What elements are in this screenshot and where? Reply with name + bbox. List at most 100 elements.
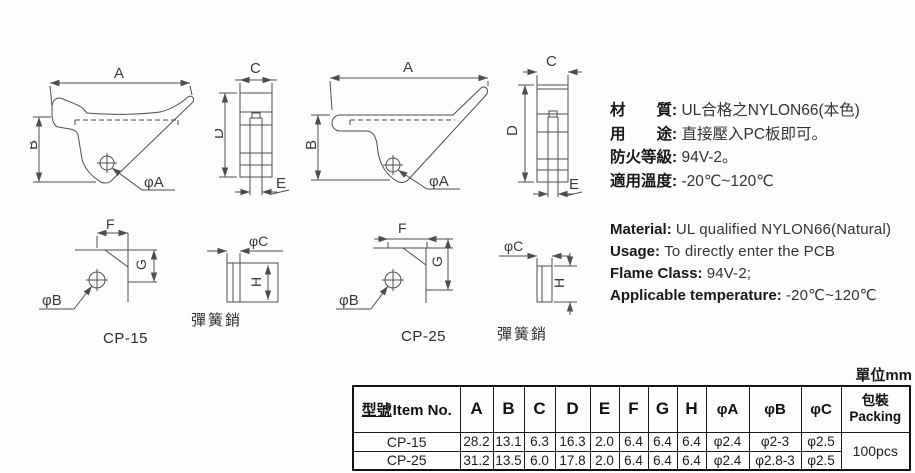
cp25-caption: CP-25 [401,328,447,345]
col-header-h: H [676,385,707,433]
dim-label-b: B [30,140,41,150]
value-cell: 6.4 [618,450,649,471]
value-cell: φ2-3 [748,431,802,452]
table-header-row: 型號Item No. A B C D E F G H φA φB φC 包裝 P… [352,385,911,433]
pin-label-phi-c: φC [504,238,523,254]
spec-label: 材 質: [610,102,678,119]
cp25-hole-layout-drawing: F G φB [336,220,453,310]
spring-pin-drawing-1: φC H [207,233,283,303]
cp25-side-view-drawing: A B φA [305,59,489,190]
dim-label-h: H [551,278,567,288]
dimensions-table: 型號Item No. A B C D E F G H φA φB φC 包裝 P… [352,385,911,471]
dim-label-b: B [305,140,320,150]
value-cell: 6.4 [676,431,707,452]
table-row-cp25: CP-25 31.2 13.5 6.0 17.8 2.0 6.4 6.4 6.4… [352,450,910,471]
dim-label-c: C [546,53,557,70]
value-cell: φ2.8-3 [748,450,802,471]
col-header-d: D [554,385,591,433]
packing-header-zh: 包裝 [861,393,889,409]
value-cell: 31.2 [459,450,494,471]
dimensions-table-wrapper: 型號Item No. A B C D E F G H φA φB φC 包裝 P… [352,385,912,471]
value-cell: φ2.4 [705,450,750,471]
dim-label-c: C [250,60,261,77]
spec-label: 防火等級: [610,149,678,166]
unit-label: 單位mm [855,367,912,384]
spec-label: Usage: [610,243,661,260]
spec-line-temperature-en: Applicable temperature: -20℃~120℃ [610,285,915,307]
value-cell: φ2.4 [705,431,750,452]
value-cell: 2.0 [589,450,620,471]
spring-pin-drawing-2: φC H [499,238,577,315]
value-cell: φ2.5 [800,450,842,471]
value-cell: 6.4 [676,450,707,471]
spec-value: UL合格之NYLON66(本色) [681,102,860,119]
col-header-a: A [459,385,494,433]
item-no-header-en: Item No. [392,401,452,419]
value-cell: 16.3 [554,431,591,452]
value-cell: 17.8 [554,450,591,471]
pin-label-phi-c: φC [249,233,268,249]
value-cell: 28.2 [459,431,494,452]
col-header-b: B [492,385,525,433]
item-no-header-zh: 型號 [361,401,392,419]
spec-value: -20℃~120℃ [681,172,774,190]
spec-label: Flame Class: [610,265,703,282]
spring-pin-caption-2: 彈簧銷 [497,326,549,343]
spec-label: 用 途: [610,125,678,143]
spring-pin-caption-1: 彈簧銷 [191,312,243,329]
dim-label-e: E [276,175,286,192]
dim-label-a: A [114,65,124,82]
spec-value: -20℃~120℃ [785,287,877,304]
col-header-f: F [618,385,649,433]
spec-line-flame-en: Flame Class: 94V-2; [610,263,915,285]
cp15-side-view-drawing: A B φA [30,65,194,191]
hole-label-phi-b: φB [42,292,62,309]
dim-label-f: F [398,220,407,236]
value-cell: 6.4 [647,450,678,471]
spec-label: 適用溫度: [610,172,678,190]
dim-label-d: D [215,128,227,139]
value-cell: 6.3 [523,431,556,452]
col-header-g: G [647,385,678,433]
spec-line-flame-zh: 防火等級: 94V-2。 [610,146,912,170]
value-cell: φ2.5 [800,431,842,452]
specs-block-en: Material: UL qualified NYLON66(Natural) … [610,219,915,307]
table-row-cp15: CP-15 28.2 13.1 6.3 16.3 2.0 6.4 6.4 6.4… [352,431,911,471]
dim-label-f: F [106,218,115,232]
packing-header-en: Packing [849,409,902,425]
dim-label-g: G [429,256,445,267]
spec-value: 94V-2。 [681,149,738,166]
item-no-header: 型號Item No. [352,385,461,433]
value-cell: 13.1 [492,431,525,452]
col-header-phi-c: φC [800,385,842,433]
hole-label-phi-b: φB [339,292,359,309]
spec-value: To directly enter the PCB [664,243,836,260]
dim-label-h: H [248,277,264,287]
spec-line-usage-zh: 用 途: 直接壓入PC板即可。 [610,123,912,147]
packing-header: 包裝 Packing [840,385,911,433]
value-cell: 2.0 [589,431,620,452]
spec-value: 94V-2; [706,265,752,282]
dim-label-e: E [569,176,579,193]
col-header-c: C [523,385,556,433]
item-no-cell: CP-15 [352,431,461,452]
cp15-caption: CP-15 [103,330,149,347]
hole-label-phi-a: φA [429,173,449,190]
hole-label-phi-a: φA [144,174,164,191]
value-cell: 6.4 [647,431,678,452]
spec-line-material-en: Material: UL qualified NYLON66(Natural) [610,219,915,241]
cp15-hole-layout-drawing: F G φB [39,218,158,310]
spec-line-temperature-zh: 適用溫度: -20℃~120℃ [610,170,912,194]
dim-label-d: D [505,125,521,136]
col-header-e: E [589,385,620,433]
spec-label: Applicable temperature: [610,287,782,304]
cp15-front-view-drawing: C D E [215,60,290,196]
spec-label: Material: [610,221,672,238]
value-cell: 13.5 [492,450,525,471]
value-cell: 6.0 [523,450,556,471]
specs-block-zh: 材 質: UL合格之NYLON66(本色) 用 途: 直接壓入PC板即可。 防火… [610,99,912,193]
packing-value-cell: 100pcs [840,431,911,471]
spec-line-material-zh: 材 質: UL合格之NYLON66(本色) [610,99,912,123]
spec-line-usage-en: Usage: To directly enter the PCB [610,241,915,263]
